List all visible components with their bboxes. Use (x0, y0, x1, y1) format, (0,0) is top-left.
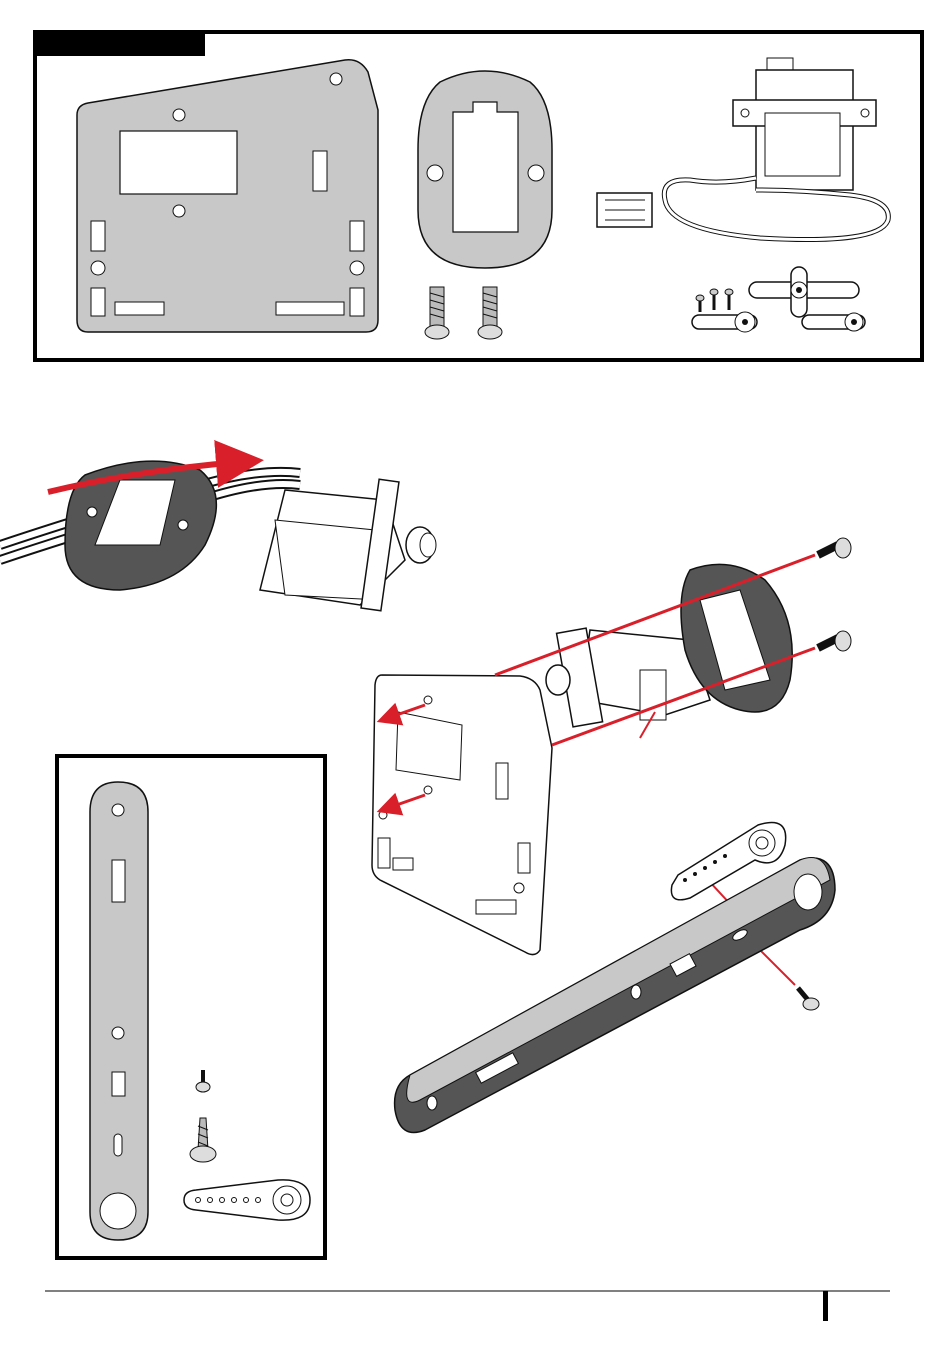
servo-horns-icon (692, 267, 865, 332)
servo-spacer-icon (418, 71, 552, 268)
servo-arm-lever-icon (90, 782, 148, 1240)
small-screw-icon (196, 1070, 210, 1092)
servo-motor-step1-icon (260, 479, 436, 611)
small-screws-icon (696, 289, 733, 312)
machine-screw-step2-icon (818, 538, 851, 651)
machine-screw-icon (425, 287, 502, 339)
mounting-plate-step2-icon (372, 675, 552, 955)
self-tapping-screw-step2-icon (798, 988, 819, 1010)
single-servo-horn-icon (184, 1180, 310, 1220)
footer-page-marker (823, 1291, 828, 1321)
self-tapping-screw-icon (190, 1118, 216, 1162)
spacer-cable-step-icon (0, 461, 300, 590)
mounting-plate-icon (77, 60, 378, 332)
servo-motor-icon (597, 58, 888, 240)
